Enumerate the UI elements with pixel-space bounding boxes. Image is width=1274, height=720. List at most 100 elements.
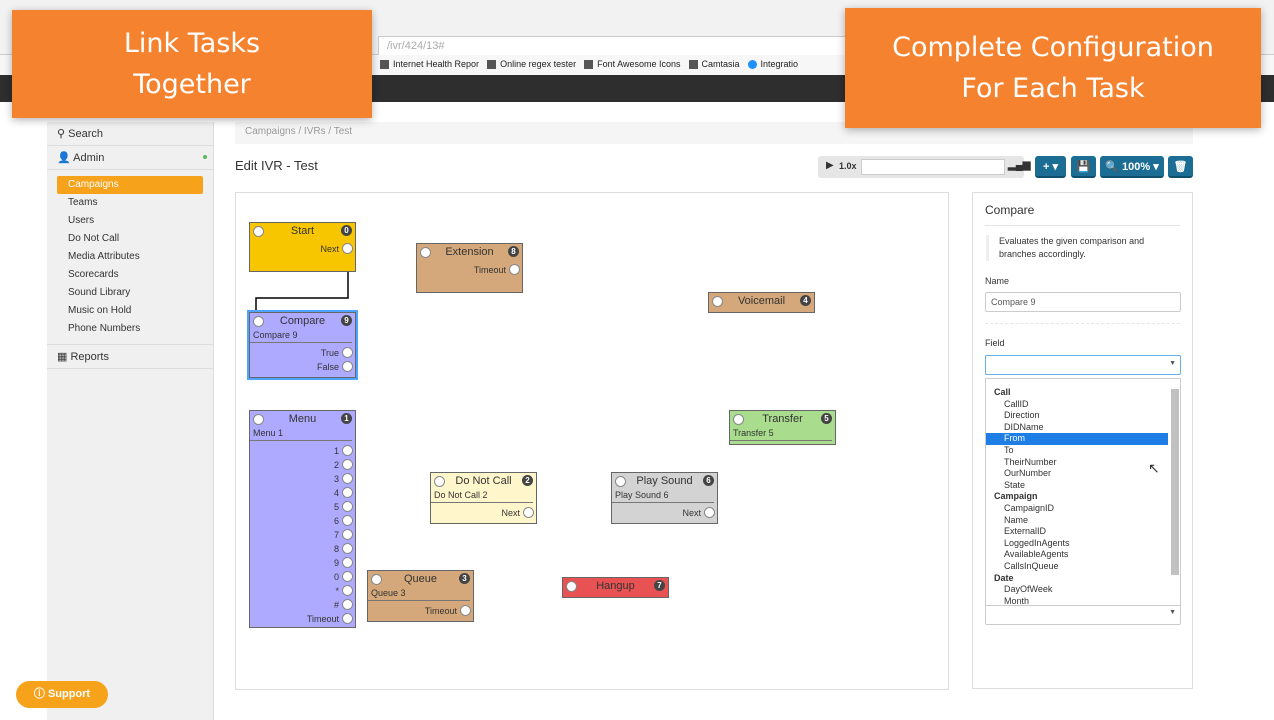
- output-port[interactable]: [342, 599, 353, 610]
- sidebar-admin[interactable]: 👤 Admin: [47, 146, 213, 170]
- input-port[interactable]: [733, 414, 744, 425]
- output-port-row[interactable]: True: [250, 346, 355, 360]
- output-port[interactable]: [342, 529, 353, 540]
- sidebar-item-phone-numbers[interactable]: Phone Numbers: [68, 323, 141, 334]
- output-port[interactable]: [342, 613, 353, 624]
- option-month[interactable]: Month: [1004, 595, 1030, 606]
- sidebar-item-campaigns[interactable]: Campaigns: [57, 176, 203, 194]
- output-port-row[interactable]: 2: [250, 458, 355, 472]
- option-theirnumber[interactable]: TheirNumber: [1004, 456, 1057, 467]
- input-port[interactable]: [420, 247, 431, 258]
- option-loggedinagents[interactable]: LoggedInAgents: [1004, 537, 1070, 548]
- output-port[interactable]: [704, 507, 715, 518]
- option-availableagents[interactable]: AvailableAgents: [1004, 549, 1069, 560]
- output-port[interactable]: [342, 571, 353, 582]
- output-port-row[interactable]: 3: [250, 472, 355, 486]
- output-port-row[interactable]: 5: [250, 500, 355, 514]
- playback-slider[interactable]: [861, 159, 1005, 175]
- option-dayofweek[interactable]: DayOfWeek: [1004, 584, 1053, 595]
- output-port[interactable]: [342, 543, 353, 554]
- input-port[interactable]: [566, 581, 577, 592]
- bookmark[interactable]: Integratio: [747, 59, 798, 75]
- sidebar-item-music-on-hold[interactable]: Music on Hold: [68, 305, 132, 316]
- output-port-row[interactable]: 7: [250, 528, 355, 542]
- add-node-button[interactable]: + ▾: [1035, 156, 1066, 178]
- output-port-row[interactable]: #: [250, 598, 355, 612]
- zoom-button[interactable]: 🔍 100% ▾: [1100, 156, 1164, 178]
- output-port[interactable]: [342, 361, 353, 372]
- output-port[interactable]: [342, 473, 353, 484]
- output-port[interactable]: [342, 557, 353, 568]
- output-port[interactable]: [342, 459, 353, 470]
- play-icon[interactable]: ▶: [826, 160, 834, 171]
- sidebar-reports[interactable]: ▦ Reports: [47, 345, 213, 369]
- option-callid[interactable]: CallID: [1004, 398, 1029, 409]
- output-port[interactable]: [523, 507, 534, 518]
- option-name[interactable]: Name: [1004, 514, 1029, 525]
- bookmark[interactable]: Online regex tester: [487, 59, 576, 75]
- option-campaignid[interactable]: CampaignID: [1004, 502, 1055, 513]
- sidebar-search[interactable]: ⚲ Search: [47, 122, 213, 146]
- output-port[interactable]: [342, 585, 353, 596]
- input-port[interactable]: [253, 414, 264, 425]
- operator-select[interactable]: ▼: [985, 605, 1181, 625]
- output-port-row[interactable]: 0: [250, 570, 355, 584]
- input-port[interactable]: [253, 316, 264, 327]
- sidebar-item-teams[interactable]: Teams: [68, 197, 98, 208]
- output-port-row[interactable]: Next: [431, 506, 536, 520]
- input-port[interactable]: [371, 574, 382, 585]
- output-port-row[interactable]: 1: [250, 444, 355, 458]
- delete-button[interactable]: 🗑: [1168, 156, 1193, 178]
- sidebar-item-sound-library[interactable]: Sound Library: [68, 287, 131, 298]
- input-port[interactable]: [434, 476, 445, 487]
- option-state[interactable]: State: [1004, 479, 1026, 490]
- sidebar-item-users[interactable]: Users: [68, 215, 95, 226]
- output-port[interactable]: [342, 487, 353, 498]
- input-port[interactable]: [712, 296, 723, 307]
- field-select[interactable]: ▼: [985, 355, 1181, 375]
- option-externalid[interactable]: ExternalID: [1004, 526, 1047, 537]
- output-port-row[interactable]: Next: [250, 242, 355, 256]
- support-button[interactable]: ⓘ Support: [16, 681, 108, 708]
- input-port[interactable]: [615, 476, 626, 487]
- output-port[interactable]: [342, 243, 353, 254]
- output-port[interactable]: [342, 347, 353, 358]
- option-to[interactable]: To: [1004, 444, 1014, 455]
- save-button[interactable]: 💾: [1071, 156, 1096, 178]
- output-port-row[interactable]: Timeout: [250, 612, 355, 626]
- output-port[interactable]: [342, 445, 353, 456]
- option-ournumber[interactable]: OurNumber: [1004, 468, 1052, 479]
- option-callsinqueue[interactable]: CallsInQueue: [1004, 560, 1059, 571]
- sidebar-item-do-not-call[interactable]: Do Not Call: [68, 233, 120, 244]
- option-direction[interactable]: Direction: [1004, 410, 1040, 421]
- option-from[interactable]: From: [986, 433, 1168, 445]
- option-didname[interactable]: DIDName: [1004, 421, 1044, 432]
- speed-label[interactable]: 1.0x: [839, 161, 857, 171]
- output-port-row[interactable]: 4: [250, 486, 355, 500]
- output-port-row[interactable]: 6: [250, 514, 355, 528]
- bookmark[interactable]: Camtasia: [688, 59, 740, 75]
- bookmark[interactable]: Internet Health Repor: [380, 59, 479, 75]
- output-port[interactable]: [342, 501, 353, 512]
- output-port-row[interactable]: *: [250, 584, 355, 598]
- output-port[interactable]: [509, 264, 520, 275]
- output-port[interactable]: [460, 605, 471, 616]
- output-port-row[interactable]: False: [250, 360, 355, 374]
- output-port-row[interactable]: Timeout: [417, 263, 522, 277]
- output-port-row[interactable]: 9: [250, 556, 355, 570]
- output-port-row[interactable]: Next: [612, 506, 717, 520]
- sidebar-item-scorecards[interactable]: Scorecards: [68, 269, 119, 280]
- output-port-row[interactable]: Timeout: [368, 604, 473, 618]
- output-port[interactable]: [342, 515, 353, 526]
